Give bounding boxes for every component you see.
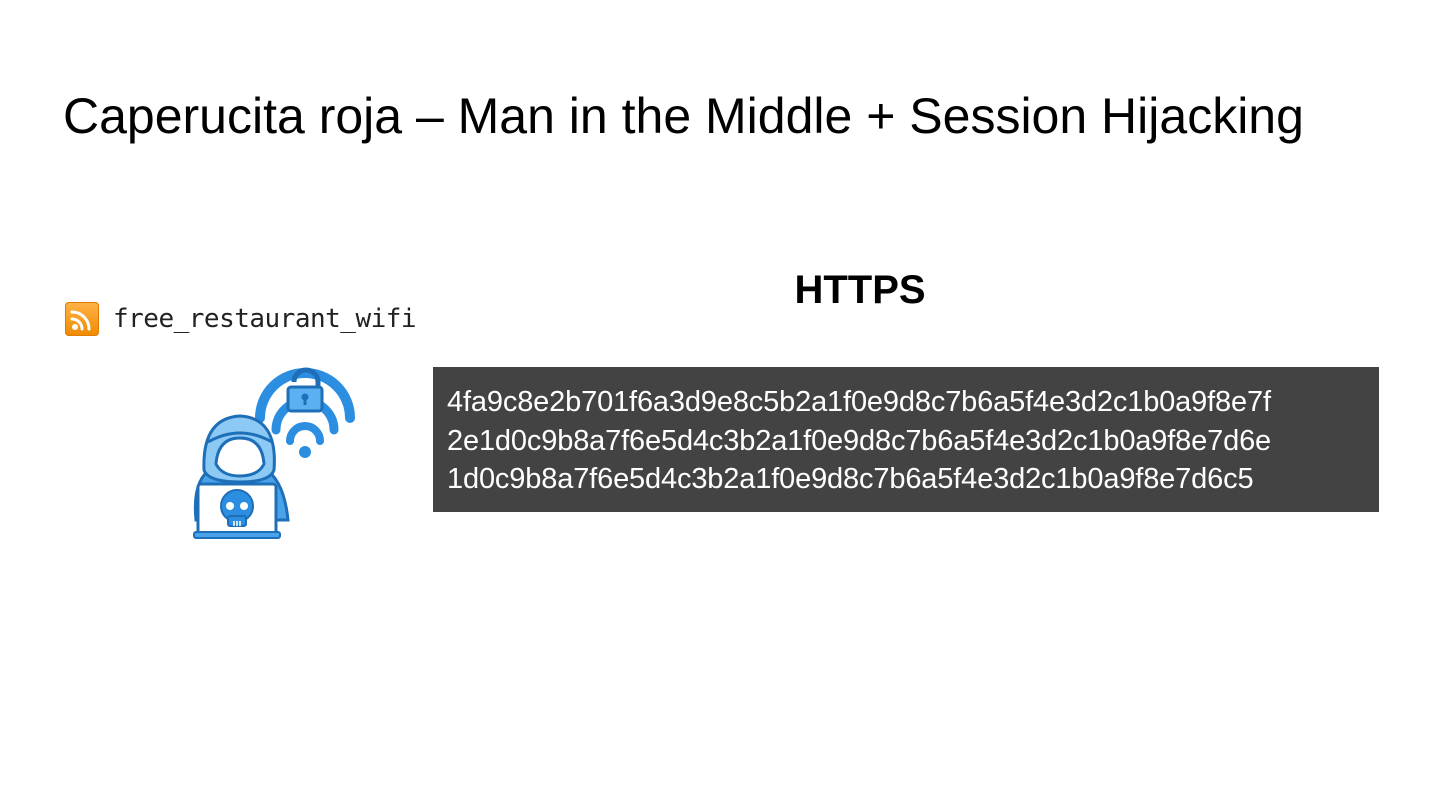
- protocol-label: HTTPS: [794, 268, 926, 312]
- encrypted-line: 4fa9c8e2b701f6a3d9e8c5b2a1f0e9d8c7b6a5f4…: [447, 386, 1271, 418]
- padlock-icon: [286, 367, 324, 413]
- wifi-network-name: free_restaurant_wifi: [113, 304, 417, 334]
- hacker-with-laptop-icon: [178, 360, 358, 540]
- slide-title: Caperucita roja – Man in the Middle + Se…: [63, 88, 1304, 144]
- skull-icon: [220, 489, 254, 527]
- wifi-network-label: free_restaurant_wifi: [65, 300, 417, 338]
- wifi-signal-icon: [65, 302, 99, 336]
- encrypted-line: 2e1d0c9b8a7f6e5d4c3b2a1f0e9d8c7b6a5f4e3d…: [447, 424, 1272, 457]
- encrypted-data-box: 4fa9c8e2b701f6a3d9e8c5b2a1f0e9d8c7b6a5f4…: [433, 367, 1379, 512]
- encrypted-line: 1d0c9b8a7f6e5d4c3b2a1f0e9d8c7b6a5f4e3d2c…: [447, 463, 1254, 495]
- laptop-icon: [193, 482, 281, 539]
